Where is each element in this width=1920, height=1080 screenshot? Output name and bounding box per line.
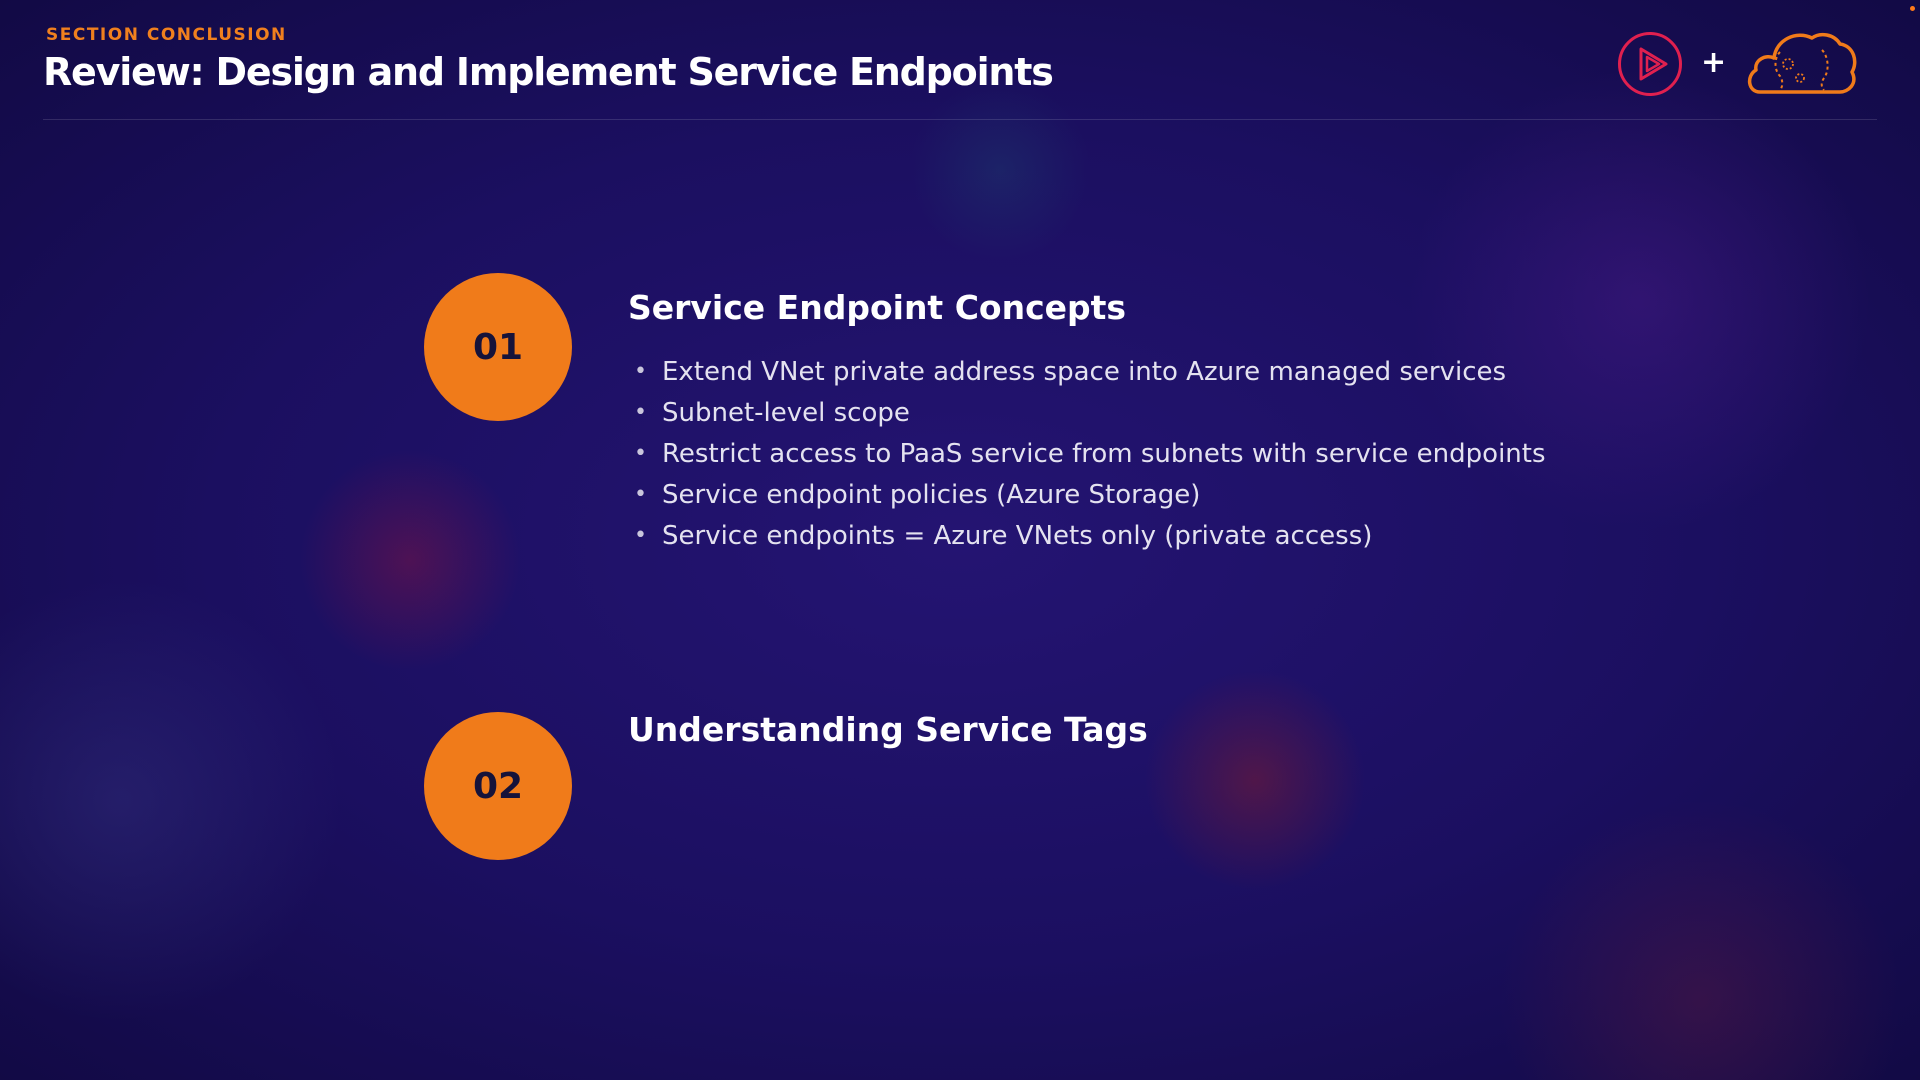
pluralsight-play-icon: [1618, 32, 1682, 96]
bullet-dot-icon: •: [634, 523, 647, 548]
bullet-item: • Restrict access to PaaS service from s…: [628, 433, 1546, 474]
bullet-dot-icon: •: [634, 359, 647, 384]
bullet-item: • Service endpoints = Azure VNets only (…: [628, 515, 1546, 556]
bullet-item: • Subnet-level scope: [628, 392, 1546, 433]
acloudguru-cloud-icon: [1747, 32, 1857, 94]
page-title: Review: Design and Implement Service End…: [43, 50, 1054, 94]
bullet-text: Restrict access to PaaS service from sub…: [662, 438, 1546, 469]
section-heading-understanding-service-tags: Understanding Service Tags: [628, 710, 1148, 749]
section-number-badge-02: 02: [424, 712, 572, 860]
section-heading-service-endpoint-concepts: Service Endpoint Concepts: [628, 288, 1127, 327]
bullet-text: Service endpoints = Azure VNets only (pr…: [662, 520, 1373, 551]
section-label: SECTION CONCLUSION: [46, 25, 287, 45]
logo-separator: +: [1701, 45, 1727, 80]
bullet-dot-icon: •: [634, 482, 647, 507]
header-divider: [43, 119, 1877, 120]
section-number-badge-01: 01: [424, 273, 572, 421]
bullet-dot-icon: •: [634, 400, 647, 425]
bullet-text: Subnet-level scope: [662, 397, 910, 428]
recording-indicator-dot: [1910, 6, 1915, 11]
bullet-list: • Extend VNet private address space into…: [628, 351, 1546, 556]
section-number: 02: [472, 765, 524, 807]
section-number: 01: [472, 326, 524, 368]
bullet-item: • Service endpoint policies (Azure Stora…: [628, 474, 1546, 515]
bullet-item: • Extend VNet private address space into…: [628, 351, 1546, 392]
bullet-text: Service endpoint policies (Azure Storage…: [662, 479, 1201, 510]
bullet-dot-icon: •: [634, 441, 647, 466]
bullet-text: Extend VNet private address space into A…: [662, 356, 1507, 387]
